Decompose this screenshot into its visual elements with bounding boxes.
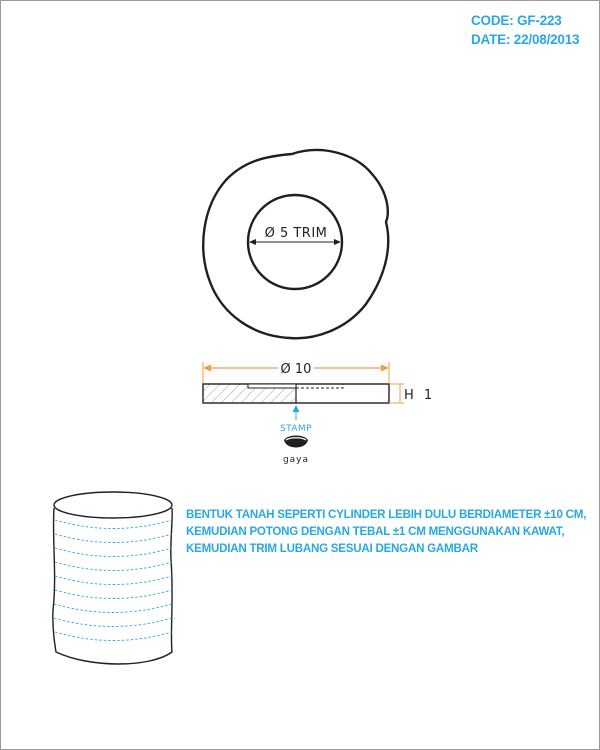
cylinder-top-ellipse <box>53 491 173 519</box>
cut-line <box>54 631 173 641</box>
inner-dim-arrow-left <box>249 239 256 245</box>
cylinder-cut-lines <box>53 519 173 641</box>
cut-line <box>54 533 173 543</box>
cut-line <box>54 575 173 585</box>
instructions-text: BENTUK TANAH SEPERTI CYLINDER LEBIH DULU… <box>186 506 598 557</box>
cut-line <box>54 561 173 571</box>
diameter-label-background <box>278 359 314 375</box>
clay-cylinder-illustration <box>52 491 173 665</box>
instruction-line-1: BENTUK TANAH SEPERTI CYLINDER LEBIH DULU… <box>186 508 587 521</box>
top-view: Ø 5 TRIM <box>202 148 390 340</box>
instruction-line-2: KEMUDIAN POTONG DENGAN TEBAL ±1 CM MENGG… <box>186 525 565 538</box>
stamp-brand: gaya <box>283 455 309 465</box>
diameter-arrow-left <box>203 364 211 372</box>
cut-line <box>53 617 173 627</box>
cut-line <box>54 589 173 599</box>
code-date-block: CODE: GF-223 DATE: 22/08/2013 <box>471 11 580 49</box>
side-view: Ø 10 H 1 <box>202 359 435 404</box>
inner-label-background <box>262 221 330 239</box>
date-label: DATE: 22/08/2013 <box>471 32 580 47</box>
outer-ring-outline <box>202 148 390 340</box>
cylinder-body-outline <box>52 507 173 665</box>
diameter-arrow-right <box>381 364 389 372</box>
stamp-logo-highlight <box>285 437 307 441</box>
inner-dim-arrow-right <box>334 239 341 245</box>
cut-line <box>54 547 173 557</box>
inner-diameter-label: Ø 5 TRIM <box>265 226 328 241</box>
instruction-line-3: KEMUDIAN TRIM LUBANG SESUAI DENGAN GAMBA… <box>186 542 478 555</box>
cut-line <box>54 519 173 529</box>
stamp-recess-solid <box>247 383 297 389</box>
height-label: H 1 <box>404 388 435 403</box>
stamp-recess-dashed <box>296 384 344 389</box>
stamp-callout: STAMP gaya <box>280 405 312 465</box>
stamp-pointer-arrow <box>292 405 300 412</box>
section-hatched-half <box>203 384 296 403</box>
code-label: CODE: GF-223 <box>471 13 562 28</box>
cut-line <box>53 603 173 613</box>
stamp-label: STAMP <box>280 424 312 434</box>
diameter-label: Ø 10 <box>281 362 312 377</box>
